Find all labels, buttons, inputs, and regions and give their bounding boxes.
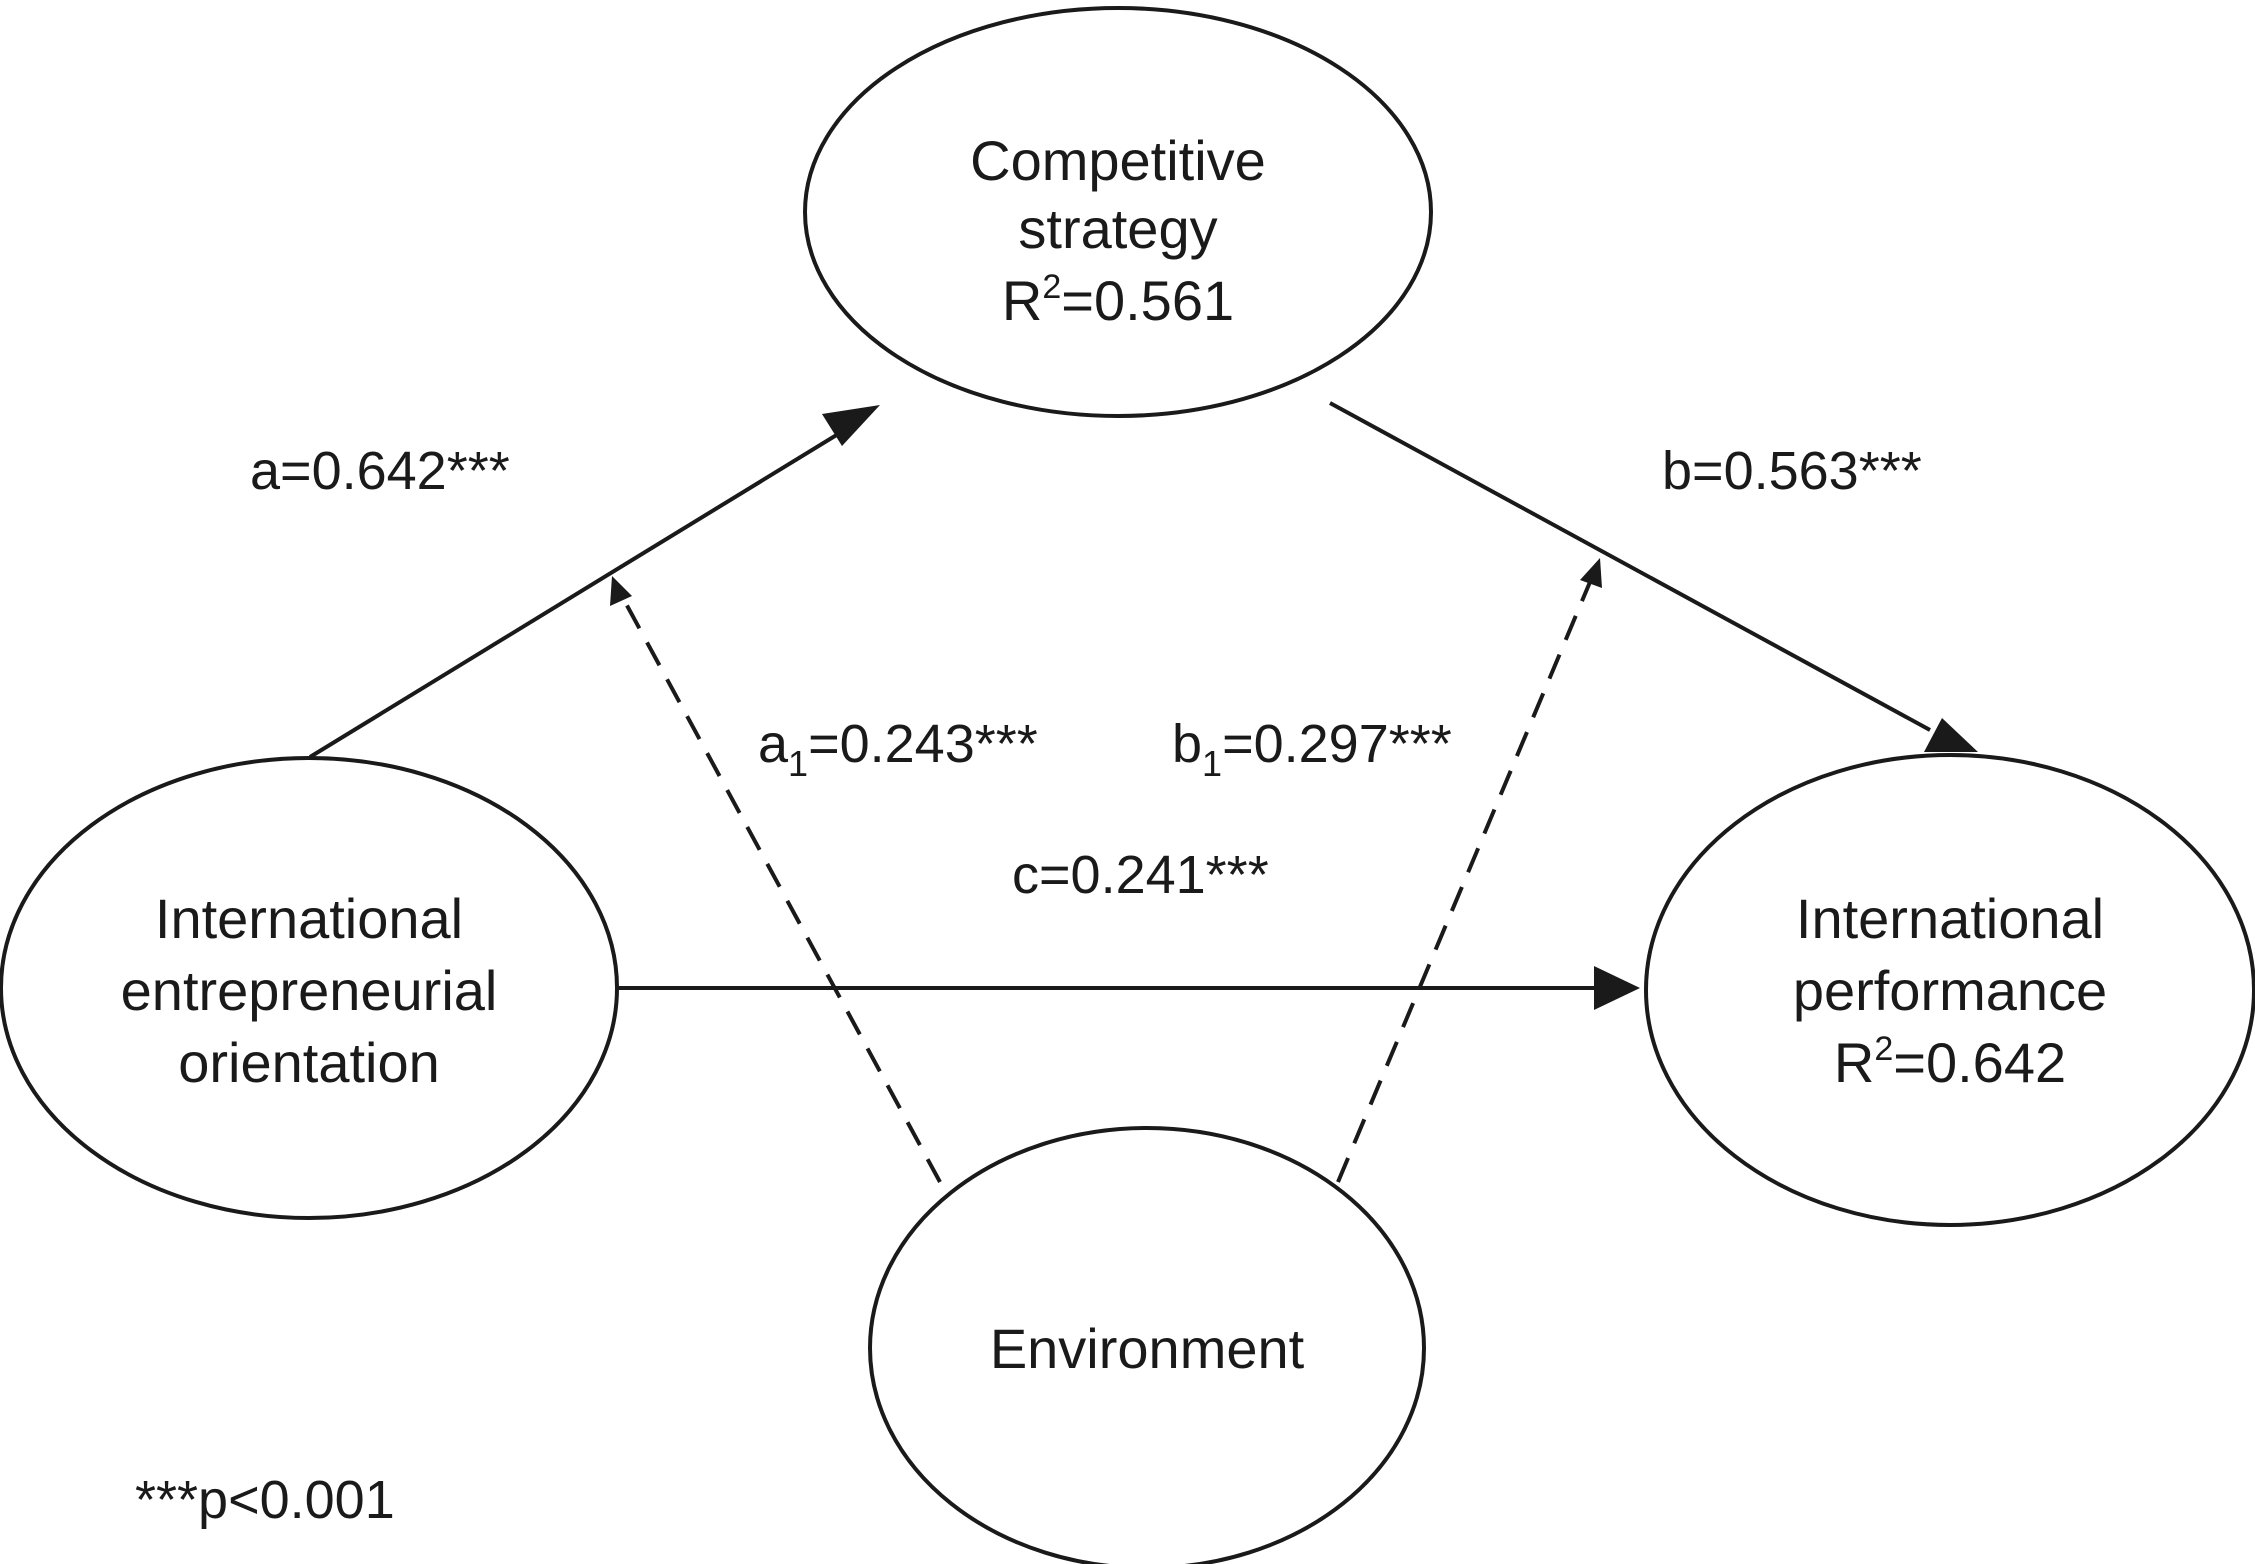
path-b-arrowhead bbox=[1924, 718, 1978, 752]
path-a-arrow bbox=[308, 426, 850, 759]
a1-prefix: a bbox=[758, 714, 789, 774]
path-b-arrow bbox=[1329, 401, 1931, 732]
environment-ellipse bbox=[868, 1126, 1426, 1564]
path-a1-label: a1=0.243*** bbox=[758, 714, 1038, 784]
node-international-eo: International entrepreneurial orientatio… bbox=[0, 756, 619, 1220]
path-b1-arrowhead bbox=[1580, 558, 1602, 588]
environment-label: Environment bbox=[990, 1317, 1305, 1380]
a1-value: =0.243*** bbox=[808, 714, 1038, 774]
node-environment: Environment bbox=[868, 1126, 1426, 1564]
international-eo-line1: International bbox=[155, 887, 463, 950]
b1-value: =0.297*** bbox=[1222, 714, 1452, 774]
path-c-label: c=0.241*** bbox=[1012, 845, 1269, 905]
competitive-strategy-line2: strategy bbox=[1018, 197, 1217, 260]
path-a1-arrowhead bbox=[610, 576, 632, 606]
b1-prefix: b bbox=[1172, 714, 1202, 774]
a1-subscript: 1 bbox=[788, 743, 808, 784]
path-b1-moderation bbox=[1336, 581, 1592, 1183]
international-performance-line2: performance bbox=[1793, 959, 2107, 1022]
edges bbox=[308, 401, 1978, 1183]
coefficient-labels: a=0.642*** b=0.563*** c=0.241*** a1=0.24… bbox=[250, 441, 1922, 905]
node-competitive-strategy: Competitive strategy R2=0.561 bbox=[803, 6, 1433, 418]
competitive-strategy-ellipse bbox=[803, 6, 1433, 418]
path-b-label: b=0.563*** bbox=[1662, 441, 1922, 501]
international-performance-ellipse bbox=[1644, 753, 2255, 1227]
competitive-strategy-r2: R2=0.561 bbox=[1002, 268, 1234, 332]
international-eo-line2: entrepreneurial bbox=[121, 959, 498, 1022]
path-a-label: a=0.642*** bbox=[250, 441, 510, 501]
path-b1-label: b1=0.297*** bbox=[1172, 714, 1452, 784]
international-performance-r2: R2=0.642 bbox=[1834, 1030, 2066, 1094]
international-performance-line1: International bbox=[1796, 887, 2104, 950]
r2-prefix: R bbox=[1834, 1031, 1874, 1094]
r2-value: =0.561 bbox=[1061, 269, 1234, 332]
path-a1-moderation bbox=[622, 599, 942, 1183]
competitive-strategy-line1: Competitive bbox=[970, 129, 1266, 192]
international-eo-line3: orientation bbox=[178, 1031, 440, 1094]
path-a-arrowhead bbox=[822, 405, 880, 446]
r2-superscript: 2 bbox=[1874, 1030, 1893, 1068]
significance-footnote: ***p<0.001 bbox=[135, 1470, 395, 1530]
path-c-arrowhead bbox=[1594, 966, 1640, 1010]
b1-subscript: 1 bbox=[1202, 743, 1222, 784]
r2-superscript: 2 bbox=[1042, 268, 1061, 306]
r2-prefix: R bbox=[1002, 269, 1042, 332]
international-eo-ellipse bbox=[0, 756, 619, 1220]
node-international-performance: International performance R2=0.642 bbox=[1644, 753, 2255, 1227]
r2-value: =0.642 bbox=[1893, 1031, 2066, 1094]
